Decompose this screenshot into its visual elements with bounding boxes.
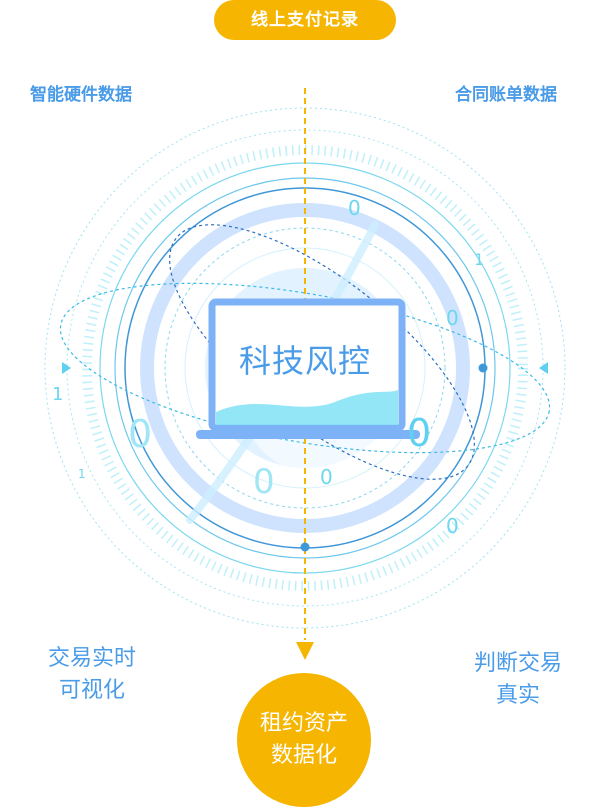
lease-asset-line-2: 数据化 (270, 743, 337, 768)
contract-bill-label: 合同账单数据 (455, 85, 557, 105)
digit-8: 0 (320, 465, 333, 489)
lease-asset-circle: 租约资产 数据化 (237, 673, 371, 807)
center-title: 科技风控 (238, 342, 371, 380)
digit-7: 1 (78, 467, 86, 481)
digit-3: 1 (52, 384, 63, 405)
digit-5: 0 (407, 411, 431, 455)
online-payment-badge: 线上支付记录 (214, 0, 396, 40)
realtime-visual-line-2: 可视化 (58, 678, 125, 703)
digit-0: 0 (348, 196, 361, 220)
verify-trade-label: 判断交易 真实 (452, 648, 584, 712)
realtime-visual-label: 交易实时 可视化 (30, 643, 154, 707)
digit-4: 0 (128, 412, 152, 456)
lease-asset-line-1: 租约资产 (259, 711, 348, 736)
verify-trade-line-2: 真实 (495, 683, 540, 708)
digit-1: 1 (474, 250, 484, 269)
digit-9: 0 (446, 514, 459, 538)
smart-hardware-label: 智能硬件数据 (30, 85, 132, 105)
verify-trade-line-1: 判断交易 (473, 651, 562, 676)
realtime-visual-line-1: 交易实时 (47, 646, 136, 671)
digit-6: 0 (253, 462, 275, 502)
digit-2: 0 (446, 306, 459, 330)
